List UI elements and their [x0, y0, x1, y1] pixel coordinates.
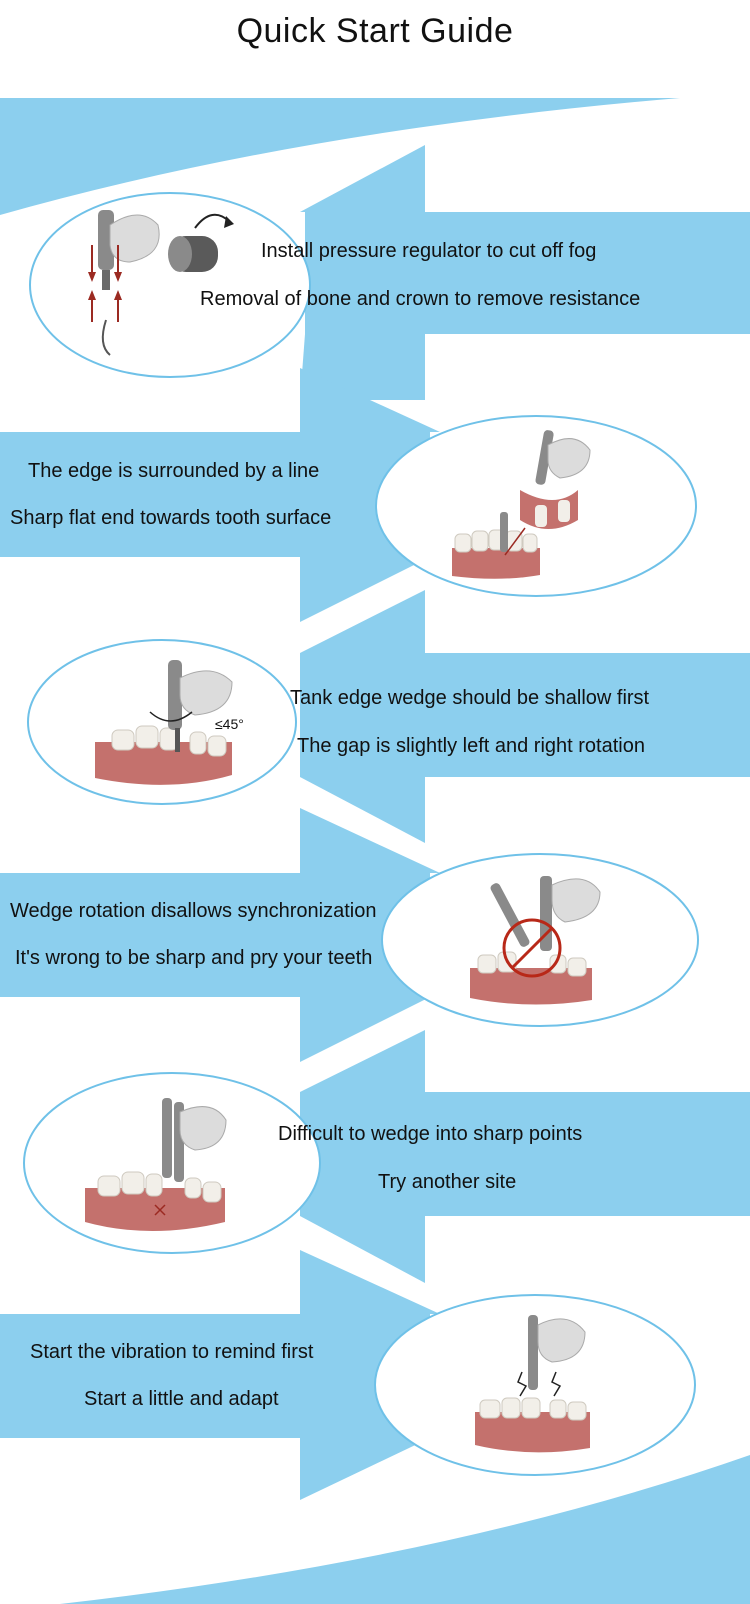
page-title: Quick Start Guide — [236, 12, 514, 50]
step-1-line-2: Removal of bone and crown to remove resi… — [200, 288, 641, 310]
band-6 — [0, 1250, 440, 1500]
teeth-model-illustration — [475, 1315, 590, 1453]
vibration-icon — [517, 1371, 562, 1397]
band-4 — [0, 808, 440, 1062]
band-3 — [300, 590, 750, 843]
step-6-line-1: Start the vibration to remind first — [30, 1341, 314, 1363]
prohibited-icon — [502, 918, 562, 978]
band-1 — [300, 145, 750, 400]
step-2-line-1: The edge is surrounded by a line — [28, 460, 320, 482]
step-6-line-2: Start a little and adapt — [84, 1388, 279, 1410]
teeth-model-illustration — [85, 1098, 227, 1231]
step-3-line-2: The gap is slightly left and right rotat… — [297, 735, 645, 757]
bottom-swoosh — [60, 1455, 750, 1604]
teeth-model-illustration: ≤45° — [95, 660, 244, 785]
top-swoosh — [0, 98, 680, 215]
pressure-regulator-icon — [168, 236, 218, 272]
step-4-line-1: Wedge rotation disallows synchronization — [10, 900, 377, 922]
angle-label: ≤45° — [215, 716, 244, 732]
handpiece-illustration — [88, 210, 160, 356]
teeth-model-illustration — [452, 430, 591, 579]
step-4-line-2: It's wrong to be sharp and pry your teet… — [15, 947, 373, 969]
ellipse-1 — [29, 192, 311, 378]
step-5-line-1: Difficult to wedge into sharp points — [278, 1123, 583, 1145]
step-3-line-1: Tank edge wedge should be shallow first — [290, 687, 650, 709]
step-5-line-2: Try another site — [378, 1171, 517, 1193]
band-2 — [0, 368, 440, 622]
rotate-arrow-icon — [194, 213, 234, 229]
band-5 — [300, 1030, 750, 1283]
step-2-line-2: Sharp flat end towards tooth surface — [10, 507, 332, 529]
step-1-line-1: Install pressure regulator to cut off fo… — [261, 240, 597, 262]
